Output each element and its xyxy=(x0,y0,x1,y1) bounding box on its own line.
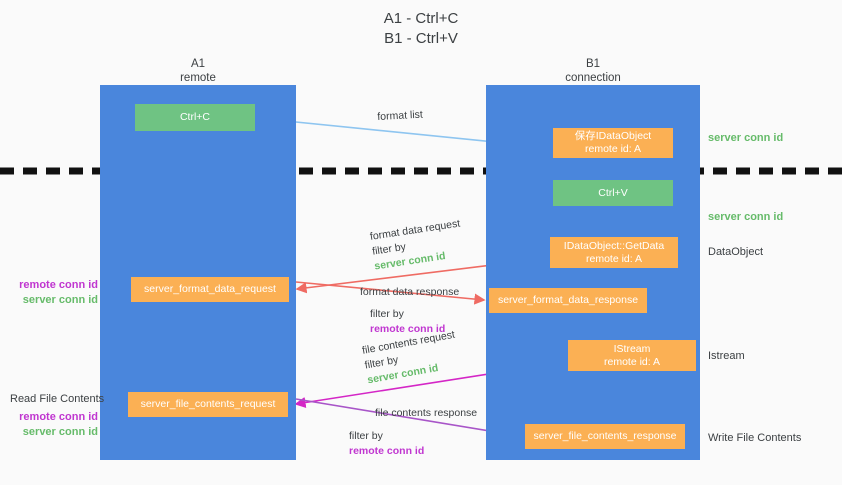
label-istream: Istream xyxy=(708,350,745,362)
lane-a1-name: A1 xyxy=(190,58,206,70)
arrow-label-file-contents-response-text: file contents response xyxy=(375,407,478,419)
box-istream-title: IStream xyxy=(613,342,651,355)
box-save-idataobject-title: 保存IDataObject xyxy=(574,130,652,142)
box-idataobject-getdata-title: IDataObject::GetData xyxy=(563,239,665,252)
box-server-file-contents-request[interactable]: server_file_contents_request xyxy=(128,392,288,417)
arrow-label-format-data-response-text: format data response xyxy=(360,286,460,298)
page-title: A1 - Ctrl+C B1 - Ctrl+V xyxy=(0,9,842,49)
arrow-label-file-contents-response: file contents response filter by remote … xyxy=(349,406,478,459)
label-dataobject: DataObject xyxy=(708,246,764,258)
filter-value-2: remote conn id xyxy=(370,323,446,335)
box-ctrl-c[interactable]: Ctrl+C xyxy=(135,104,255,131)
arrow-label-format-list: format list xyxy=(377,108,423,125)
box-save-idataobject[interactable]: 保存IDataObject remote id: A xyxy=(553,128,673,158)
box-ctrl-v-label: Ctrl+V xyxy=(598,186,628,199)
box-server-format-data-response-label: server_format_data_response xyxy=(497,294,639,306)
title-line-1: A1 - Ctrl+C xyxy=(383,10,459,27)
box-server-file-contents-response[interactable]: server_file_contents_response xyxy=(525,424,685,449)
label-write-file-contents: Write File Contents xyxy=(708,432,802,444)
label-remote-conn-id-lower: remote conn id xyxy=(19,411,98,423)
arrow-label-format-data-response-filter: filter by remote conn id xyxy=(370,307,459,337)
label-conn-ids-upper: remote conn id server conn id xyxy=(10,278,98,308)
arrow-label-format-data-response: format data response filter by remote co… xyxy=(360,285,459,337)
label-read-file-contents: Read File Contents xyxy=(10,393,105,405)
lane-a1-subtitle: remote xyxy=(180,72,216,84)
box-ctrl-c-label: Ctrl+C xyxy=(179,111,211,123)
lane-b1-subtitle: connection xyxy=(565,72,621,84)
label-conn-ids-lower: remote conn id server conn id xyxy=(10,410,98,440)
box-server-format-data-request[interactable]: server_format_data_request xyxy=(131,277,289,302)
box-istream-remote-id: remote id: A xyxy=(603,355,661,368)
label-remote-conn-id-upper: remote conn id xyxy=(19,279,98,291)
lane-header-b1: B1 connection xyxy=(510,57,676,85)
box-idataobject-getdata-remote-id: remote id: A xyxy=(585,252,643,265)
filter-value-4: remote conn id xyxy=(349,445,425,457)
box-server-file-contents-response-label: server_file_contents_response xyxy=(533,430,677,442)
label-server-conn-id-mid: server conn id xyxy=(708,211,784,223)
box-server-format-data-response[interactable]: server_format_data_response xyxy=(489,288,647,313)
box-server-file-contents-request-label: server_file_contents_request xyxy=(140,398,276,410)
label-server-conn-id-upper: server conn id xyxy=(22,294,98,306)
lane-b1-name: B1 xyxy=(585,58,601,70)
box-server-format-data-request-label: server_format_data_request xyxy=(144,283,276,295)
box-save-idataobject-remote-id: remote id: A xyxy=(584,143,642,155)
label-server-conn-id-top: server conn id xyxy=(708,132,784,144)
filter-prefix-4: filter by xyxy=(349,430,383,442)
title-line-2: B1 - Ctrl+V xyxy=(384,30,458,47)
box-idataobject-getdata[interactable]: IDataObject::GetData remote id: A xyxy=(550,237,678,268)
box-ctrl-v[interactable]: Ctrl+V xyxy=(553,180,673,206)
label-server-conn-id-lower: server conn id xyxy=(22,426,98,438)
arrow-label-file-contents-response-filter: filter by remote conn id xyxy=(349,429,477,459)
arrow-format-data-response xyxy=(295,281,486,305)
lane-header-a1: A1 remote xyxy=(120,57,276,85)
filter-prefix-2: filter by xyxy=(370,308,404,320)
arrow-label-format-list-text: format list xyxy=(377,108,424,123)
arrow-file-contents-response xyxy=(295,398,522,440)
box-istream[interactable]: IStream remote id: A xyxy=(568,340,696,371)
